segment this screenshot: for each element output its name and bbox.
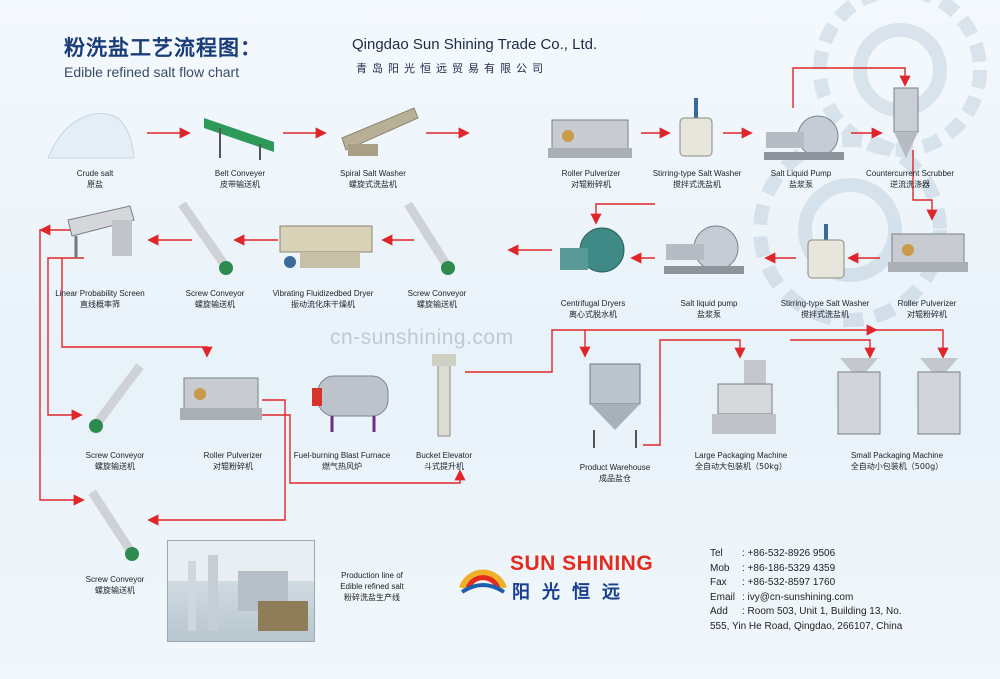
- roller-pulverizer-icon: [180, 377, 262, 420]
- product-warehouse-icon: [589, 363, 641, 448]
- small-packaging-machine-icon: [837, 358, 881, 435]
- centrifugal-dryers-icon: [560, 227, 625, 273]
- countercurrent-scrubber-icon: [893, 87, 919, 158]
- belt-conveyor-icon: [204, 118, 274, 160]
- screw-conveyor-icon: [404, 201, 455, 275]
- stirring-salt-washer-icon: [807, 224, 845, 279]
- screw-conveyor-icon: [89, 363, 144, 433]
- chart-title-cn: 粉洗盐工艺流程图：: [64, 36, 262, 60]
- roller-pulverizer-icon: [888, 233, 968, 272]
- salt-liquid-pump-icon: [764, 115, 844, 160]
- company-name-cn: 青岛阳光恒远贸易有限公司: [356, 62, 548, 75]
- logo-text-cn: 阳光恒远: [512, 582, 632, 603]
- stirring-salt-washer-icon: [679, 98, 713, 157]
- blast-furnace-icon: [312, 375, 389, 432]
- crude-salt-icon: [47, 112, 135, 159]
- gear-background-icon: [753, 0, 987, 327]
- salt-liquid-pump-icon: [664, 225, 744, 274]
- small-packaging-machine-icon: [917, 358, 961, 435]
- screw-conveyor-icon: [178, 201, 233, 275]
- contact-block: Tel: +86-532-8926 9506 Mob: +86-186-5329…: [710, 548, 903, 632]
- production-line-caption: Production line of Edible refined salt 粉…: [340, 571, 404, 602]
- logo-text-en: SUN SHINING: [510, 552, 654, 575]
- chart-title-en: Edible refined salt flow chart: [64, 64, 240, 80]
- bucket-elevator-icon: [432, 354, 456, 437]
- company-name-en: Qingdao Sun Shining Trade Co., Ltd.: [352, 36, 598, 53]
- large-packaging-machine-icon: [712, 360, 776, 434]
- linear-probability-screen-icon: [67, 205, 135, 258]
- screw-conveyor-icon: [88, 489, 139, 561]
- spiral-salt-washer-icon: [341, 107, 419, 156]
- watermark: cn-sunshining.com: [330, 326, 514, 349]
- sun-shining-logo-icon: [459, 569, 507, 594]
- fluidized-dryer-icon: [279, 225, 373, 268]
- roller-pulverizer-icon: [548, 119, 632, 158]
- production-line-photo: [167, 540, 315, 642]
